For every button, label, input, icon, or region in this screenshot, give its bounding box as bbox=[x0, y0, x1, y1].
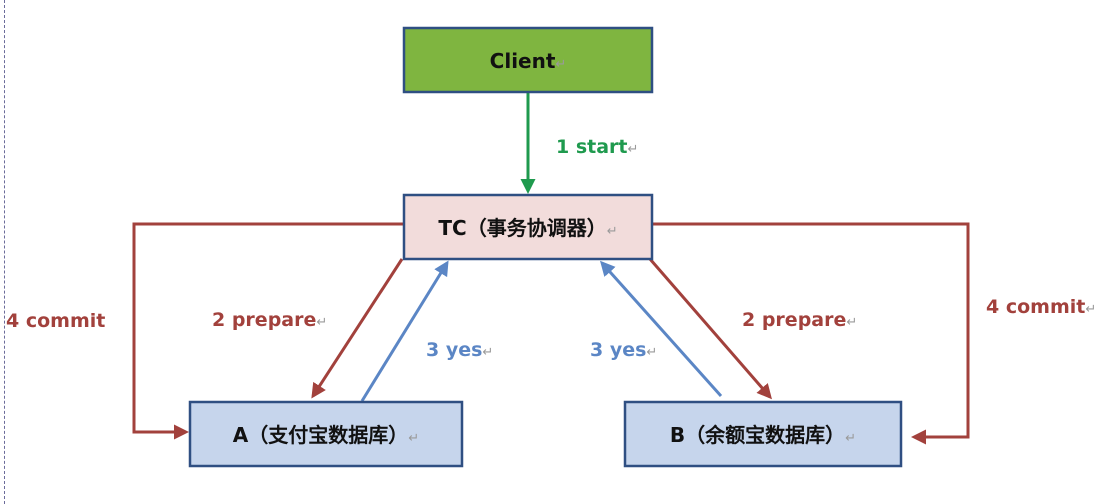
node-b: B（余额宝数据库）↵ bbox=[623, 400, 903, 468]
svg-text:4 commit↵: 4 commit↵ bbox=[986, 296, 1096, 318]
svg-text:1 start↵: 1 start↵ bbox=[556, 136, 638, 158]
svg-text:3 yes↵: 3 yes↵ bbox=[426, 339, 493, 361]
edge-commit-b-arrow bbox=[652, 222, 970, 445]
svg-text:2 prepare↵: 2 prepare↵ bbox=[742, 309, 857, 331]
node-client: Client↵ bbox=[402, 26, 654, 94]
node-a: A（支付宝数据库）↵ bbox=[188, 400, 464, 468]
svg-text:3 yes↵: 3 yes↵ bbox=[590, 339, 657, 361]
node-client-box bbox=[402, 26, 654, 94]
edge-commit-b-label: 4 commit bbox=[986, 296, 1085, 318]
svg-text:A（支付宝数据库）↵: A（支付宝数据库）↵ bbox=[233, 423, 419, 447]
node-tc: TC（事务协调器）↵ bbox=[402, 193, 654, 261]
node-b-label: B（余额宝数据库） bbox=[670, 423, 845, 447]
edge-prepare-a-arrow bbox=[311, 258, 404, 399]
svg-text:4 commit: 4 commit bbox=[6, 310, 105, 332]
edge-commit-a-label: 4 commit bbox=[6, 310, 105, 332]
edge-yes-a-arrow bbox=[360, 260, 449, 402]
edge-start-label: 1 start bbox=[556, 136, 628, 158]
node-b-box bbox=[623, 400, 903, 468]
svg-text:B（余额宝数据库）↵: B（余额宝数据库）↵ bbox=[670, 423, 856, 447]
edge-prepare-b-label: 2 prepare bbox=[742, 309, 846, 331]
edge-yes-b-arrow bbox=[599, 260, 723, 398]
node-a-label: A（支付宝数据库） bbox=[233, 423, 408, 447]
node-tc-box bbox=[402, 193, 654, 261]
node-client-label: Client bbox=[490, 49, 556, 73]
node-a-box bbox=[188, 400, 464, 468]
edge-prepare-b-arrow bbox=[648, 258, 772, 400]
svg-text:Client↵: Client↵ bbox=[490, 49, 567, 73]
svg-text:2 prepare↵: 2 prepare↵ bbox=[212, 309, 327, 331]
edge-commit-a-arrow bbox=[132, 222, 404, 440]
svg-text:TC（事务协调器）↵: TC（事务协调器）↵ bbox=[438, 216, 617, 240]
node-tc-label: TC（事务协调器） bbox=[438, 216, 606, 240]
edge-yes-b-label: 3 yes bbox=[590, 339, 646, 361]
edge-prepare-a-label: 2 prepare bbox=[212, 309, 316, 331]
frame-border bbox=[4, 0, 5, 504]
edge-yes-a-label: 3 yes bbox=[426, 339, 482, 361]
